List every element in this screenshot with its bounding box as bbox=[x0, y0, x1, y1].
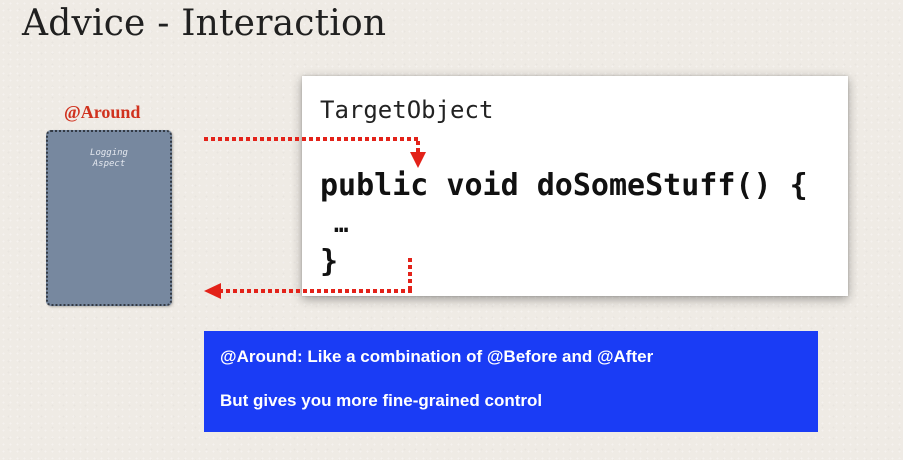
target-object-title: TargetObject bbox=[320, 96, 494, 124]
around-explanation-callout: @Around: Like a combination of @Before a… bbox=[204, 331, 818, 432]
method-closing-brace: } bbox=[320, 244, 339, 279]
method-signature: public void doSomeStuff() { bbox=[320, 168, 808, 203]
aspect-label-line-2: Aspect bbox=[92, 159, 126, 169]
after-arrow-head bbox=[204, 283, 221, 299]
aspect-label-line-1: Logging bbox=[90, 148, 128, 158]
callout-line-2: But gives you more fine-grained control bbox=[220, 391, 543, 410]
around-advice-label: @Around bbox=[64, 102, 141, 122]
slide-title: Advice - Interaction bbox=[22, 3, 387, 44]
target-object-card: TargetObject public void doSomeStuff() {… bbox=[302, 76, 848, 296]
callout-line-1: @Around: Like a combination of @Before a… bbox=[220, 347, 654, 366]
logging-aspect-box: Logging Aspect bbox=[46, 130, 172, 306]
method-body-ellipsis: … bbox=[334, 210, 349, 238]
logging-aspect-label: Logging Aspect bbox=[48, 148, 170, 170]
